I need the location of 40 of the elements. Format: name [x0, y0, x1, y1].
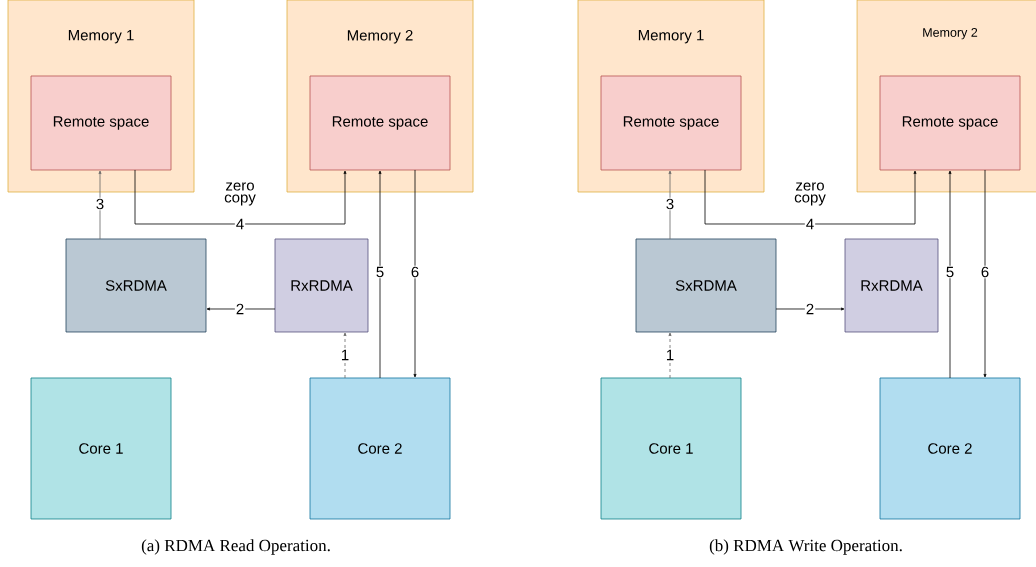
edge-label: 2	[234, 302, 246, 316]
annotation-text: zero copy	[214, 181, 266, 207]
edge-label: 4	[804, 217, 816, 231]
arrow	[668, 170, 672, 240]
remote-space-box: Remote space	[30, 75, 172, 171]
edge-label: 5	[374, 265, 386, 279]
engine-box: RxRDMA	[274, 238, 369, 333]
core-box: Core 1	[600, 377, 742, 520]
arrow	[98, 170, 102, 240]
core-box: Core 2	[309, 377, 451, 520]
arrow	[343, 332, 347, 379]
core-box: Core 2	[879, 377, 1021, 520]
edge-label: 2	[804, 302, 816, 316]
arrow	[948, 170, 952, 379]
core-box: Core 1	[30, 377, 172, 520]
engine-box: SxRDMA	[65, 238, 207, 333]
annotation-text: zero copy	[784, 181, 836, 207]
arrow	[378, 170, 382, 379]
arrow	[704, 169, 917, 225]
edge-label: 4	[234, 217, 246, 231]
edge-label: 6	[979, 265, 991, 279]
remote-space-box: Remote space	[309, 75, 451, 171]
edge-label: 1	[339, 348, 351, 362]
caption: (a) RDMA Read Operation.	[141, 539, 330, 555]
engine-box: SxRDMA	[635, 238, 777, 333]
arrow	[668, 332, 672, 379]
caption: (b) RDMA Write Operation.	[709, 539, 902, 555]
engine-box: RxRDMA	[844, 238, 939, 333]
arrow	[206, 307, 276, 311]
edge-label: 3	[664, 197, 676, 211]
remote-space-box: Remote space	[600, 75, 742, 171]
edge-label: 1	[664, 348, 676, 362]
remote-space-box: Remote space	[879, 75, 1021, 171]
edge-label: 6	[409, 265, 421, 279]
arrow	[134, 169, 347, 225]
edge-label: 5	[944, 265, 956, 279]
arrow	[775, 307, 845, 311]
arrow	[983, 169, 987, 378]
edge-label: 3	[94, 197, 106, 211]
arrow	[413, 169, 417, 378]
